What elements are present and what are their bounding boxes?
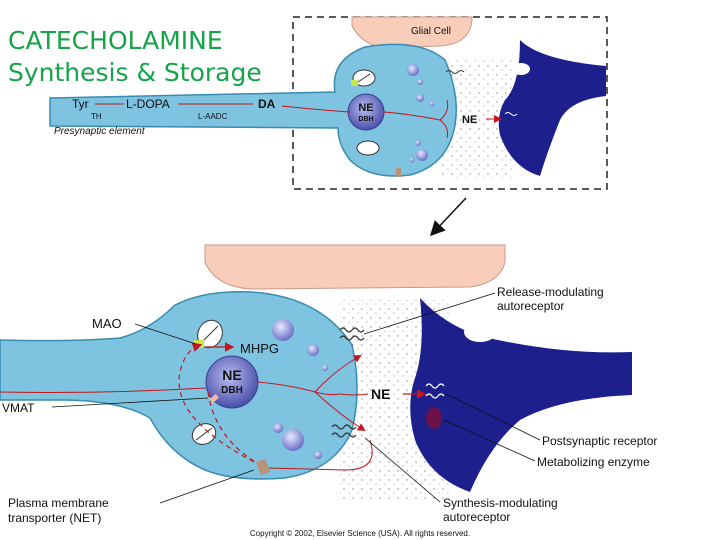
vesicle [415, 140, 421, 146]
postsynaptic-neuron-bottom [410, 298, 632, 492]
vesicle-dbh-label-top: DBH [358, 116, 373, 123]
vmat-leader [51, 397, 209, 408]
da-label: DA [258, 97, 276, 111]
mao-leader [134, 323, 197, 345]
vesicle-dbh-label-bottom: DBH [221, 385, 243, 396]
vesicle [273, 423, 283, 433]
ne-release-label-top: NE [462, 114, 477, 126]
mao-label: MAO [92, 316, 122, 331]
top-panel: Glial Cell NE DBH [49, 16, 608, 190]
autoreceptor-top [445, 70, 465, 74]
presynaptic-element-label: Presynaptic element [54, 126, 146, 137]
glial-cell-label: Glial Cell [411, 26, 451, 37]
copyright: Copyright © 2002, Elsevier Science (USA)… [250, 529, 470, 538]
vesicle [407, 64, 419, 76]
vesicle-ne-label-bottom: NE [222, 367, 241, 383]
metabolizing-enzyme-leader [443, 419, 536, 462]
presynaptic-terminal-bottom [0, 291, 358, 480]
title-line-1: CATECHOLAMINE [8, 26, 223, 55]
net-top [396, 168, 401, 177]
da-to-vesicle-line [281, 105, 351, 113]
ne-release-label-bottom: NE [371, 386, 390, 402]
release-autoreceptor-leader [363, 292, 496, 335]
net-return-line [267, 439, 373, 471]
synthesis-modulating-label-2: autoreceptor [443, 510, 510, 524]
mitochondrion-top-2 [356, 140, 380, 156]
zoom-arrow [429, 197, 467, 237]
vesicle [307, 344, 319, 356]
release-autoreceptor [339, 327, 365, 341]
vesicle [409, 157, 415, 163]
net-transporter [255, 458, 271, 476]
vmat-label: VMAT [2, 401, 35, 415]
vesicle [416, 149, 428, 161]
vesicle [282, 429, 304, 451]
reuptake-to-mao-path [178, 342, 263, 467]
vmat-transporter [209, 393, 219, 403]
presynaptic-terminal-top [49, 43, 457, 177]
tyr-label: Tyr [72, 97, 89, 111]
postsynaptic-neuron-top [498, 40, 606, 176]
metabolizing-enzyme-mark [426, 407, 442, 429]
postsynaptic-receptor-leader [445, 393, 541, 441]
ldopa-label: L-DOPA [126, 97, 170, 111]
release-modulating-label-1: Release-modulating [497, 285, 604, 299]
post-mitochondrion-bottom [464, 322, 496, 342]
postsynaptic-receptor-label: Postsynaptic receptor [542, 434, 657, 448]
synthesis-modulating-label-1: Synthesis-modulating [443, 496, 558, 510]
mhpg-label: MHPG [240, 341, 279, 356]
net-label-2: transporter (NET) [8, 511, 101, 525]
glial-cell [351, 16, 473, 49]
postsynaptic-receptor [425, 383, 445, 399]
vesicle [322, 365, 328, 371]
vesicle [417, 79, 423, 85]
laadc-label: L-AADC [198, 112, 228, 121]
vesicle-ne-label-top: NE [358, 102, 373, 114]
mao-top [351, 80, 358, 86]
vesicle [272, 319, 294, 341]
vesicle [314, 451, 322, 459]
post-receptor-top [504, 112, 518, 116]
release-modulating-label-2: autoreceptor [497, 299, 564, 313]
axon-line-bottom [0, 387, 207, 393]
net-leader [159, 469, 255, 504]
net-label-1: Plasma membrane [8, 496, 109, 510]
th-label: TH [91, 112, 102, 121]
vesicle [429, 101, 435, 107]
bottom-panel: NE DBH NE [0, 244, 657, 525]
post-mitochondrion-top [512, 63, 530, 75]
title-line-2: Synthesis & Storage [8, 58, 262, 87]
release-line-top [383, 111, 441, 121]
vesicle [416, 94, 424, 102]
glial-cell-bottom [204, 244, 506, 290]
reuptake-path [207, 391, 263, 467]
metabolizing-enzyme-label: Metabolizing enzyme [537, 455, 650, 469]
synthesis-autoreceptor [331, 424, 357, 438]
synthesis-autoreceptor-leader [364, 437, 441, 503]
